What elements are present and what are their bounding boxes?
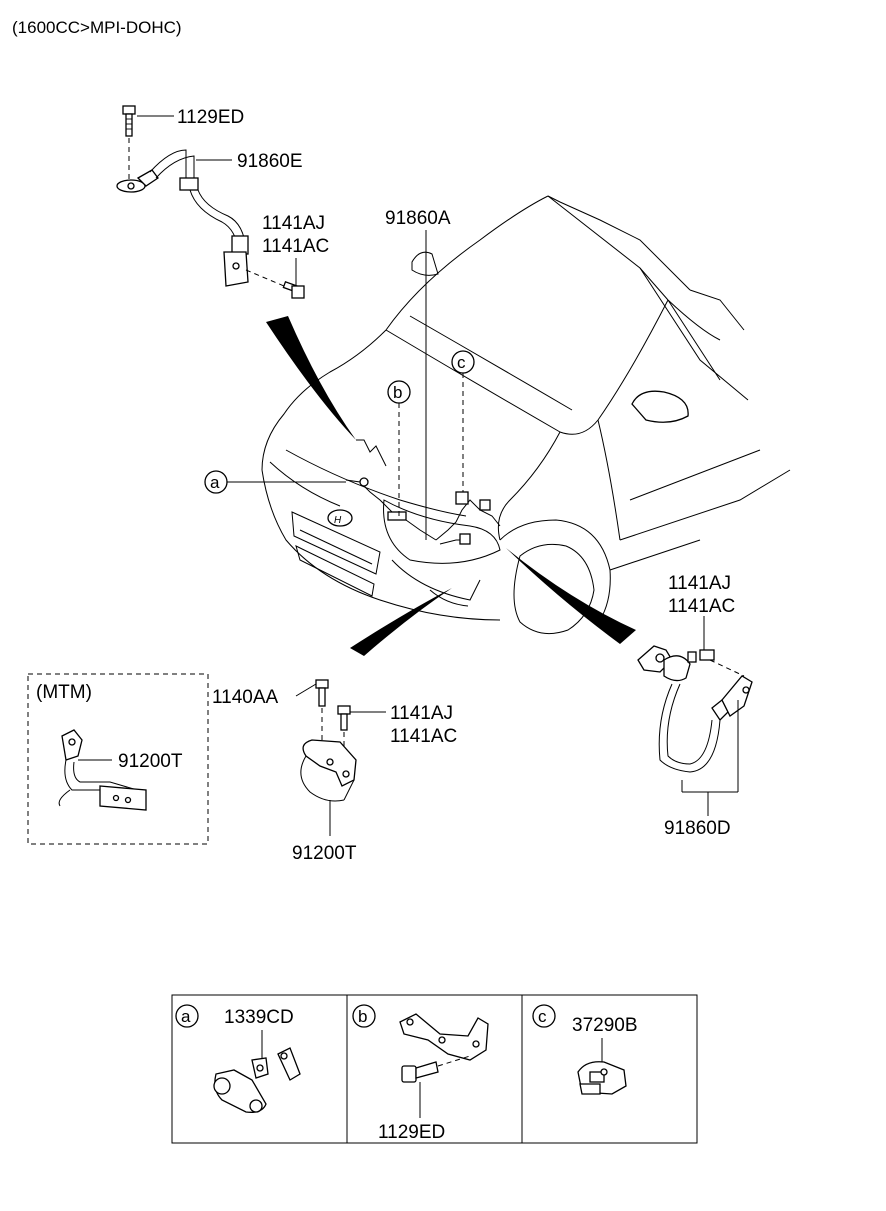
label-mtm-part: 91200T [118,751,183,772]
pointer-wedge-3 [506,548,636,644]
svg-text:a: a [181,1007,191,1026]
label-cable-top: 91860E [237,151,303,172]
label-bolt-mid-1: 1141AJ [262,213,325,234]
svg-text:c: c [538,1007,547,1026]
label-bolt-bracket-2: 1141AC [390,726,457,747]
bracket-assembly [295,679,386,836]
bolt-top-part [122,105,136,180]
label-bolt-mid-2: 1141AC [262,236,329,257]
detail-a-part-no: 1339CD [224,1007,294,1028]
pointer-wedge-1 [266,316,356,440]
bolt-right-part [699,649,715,661]
detail-panel: a 1339CD b 1129ED [171,994,698,1144]
detail-c-part-no: 37290B [572,1015,638,1036]
label-harness-main: 91860A [385,208,451,229]
bolt-bracket-part [315,679,329,689]
detail-box-b: b 1129ED [352,1004,489,1143]
detail-b-bolt [401,1065,417,1083]
bolt-mid-part [282,280,305,299]
label-bolt-top: 1129ED [177,107,244,128]
label-mtm-title: (MTM) [36,682,92,703]
pointer-wedge-2 [350,588,452,656]
label-bolt-right-1: 1141AJ [668,573,731,594]
harness-wiring [345,439,501,545]
detail-box-a: a 1339CD [175,1004,301,1113]
svg-text:b: b [358,1007,367,1026]
svg-text:a: a [210,473,220,492]
label-bracket: 91200T [292,843,357,864]
label-bolt-bracket: 1140AA [212,687,279,708]
battery-cable-right [637,616,753,816]
detail-b-part-no: 1129ED [378,1122,445,1143]
label-bolt-bracket-1: 1141AJ [390,703,453,724]
label-cable-right: 91860D [664,818,731,839]
mtm-box [27,673,209,845]
ground-cable-top [116,105,305,299]
car-illustration: H [261,195,791,635]
detail-box-c: c 37290B [532,1004,638,1095]
svg-text:c: c [457,353,466,372]
engine-note: (1600CC>MPI-DOHC) [12,18,182,37]
label-bolt-right-2: 1141AC [668,596,735,617]
svg-text:H: H [334,515,342,526]
svg-text:b: b [393,383,402,402]
